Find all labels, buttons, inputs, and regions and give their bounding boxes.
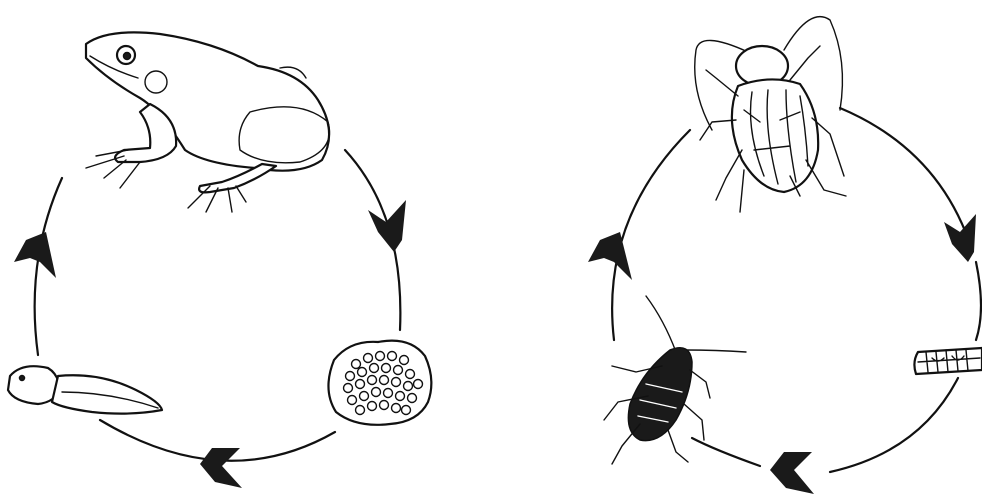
tadpole-eye <box>20 376 25 381</box>
roach-cycle-arc-left <box>612 130 690 340</box>
cockroach-life-cycle-panel <box>588 17 982 494</box>
egg-case-illustration <box>914 348 982 374</box>
frog-back-toes <box>188 186 246 212</box>
tadpole-tail <box>52 375 162 413</box>
roach-arrow-up-icon <box>588 232 632 280</box>
tadpole-illustration <box>8 366 162 413</box>
roach-cycle-arc-bottom-right <box>830 378 958 472</box>
roach-cycle-arc-right <box>976 262 981 340</box>
nymph-antennae <box>646 296 746 352</box>
roach-cycle-arc-bottom-left <box>692 438 760 466</box>
frog-arrow-down-icon <box>368 200 406 252</box>
roach-arrow-left-icon <box>770 452 814 494</box>
frog-life-cycle-panel <box>8 32 431 488</box>
frog-pupil <box>124 53 131 60</box>
cockroach-nymph-illustration <box>604 296 746 464</box>
frog-eggs-illustration <box>328 341 431 425</box>
adult-frog-illustration <box>86 32 329 212</box>
frog-arrow-left-icon <box>200 448 242 488</box>
adult-cockroach-illustration <box>695 17 846 212</box>
frog-arrow-up-icon <box>14 232 56 278</box>
